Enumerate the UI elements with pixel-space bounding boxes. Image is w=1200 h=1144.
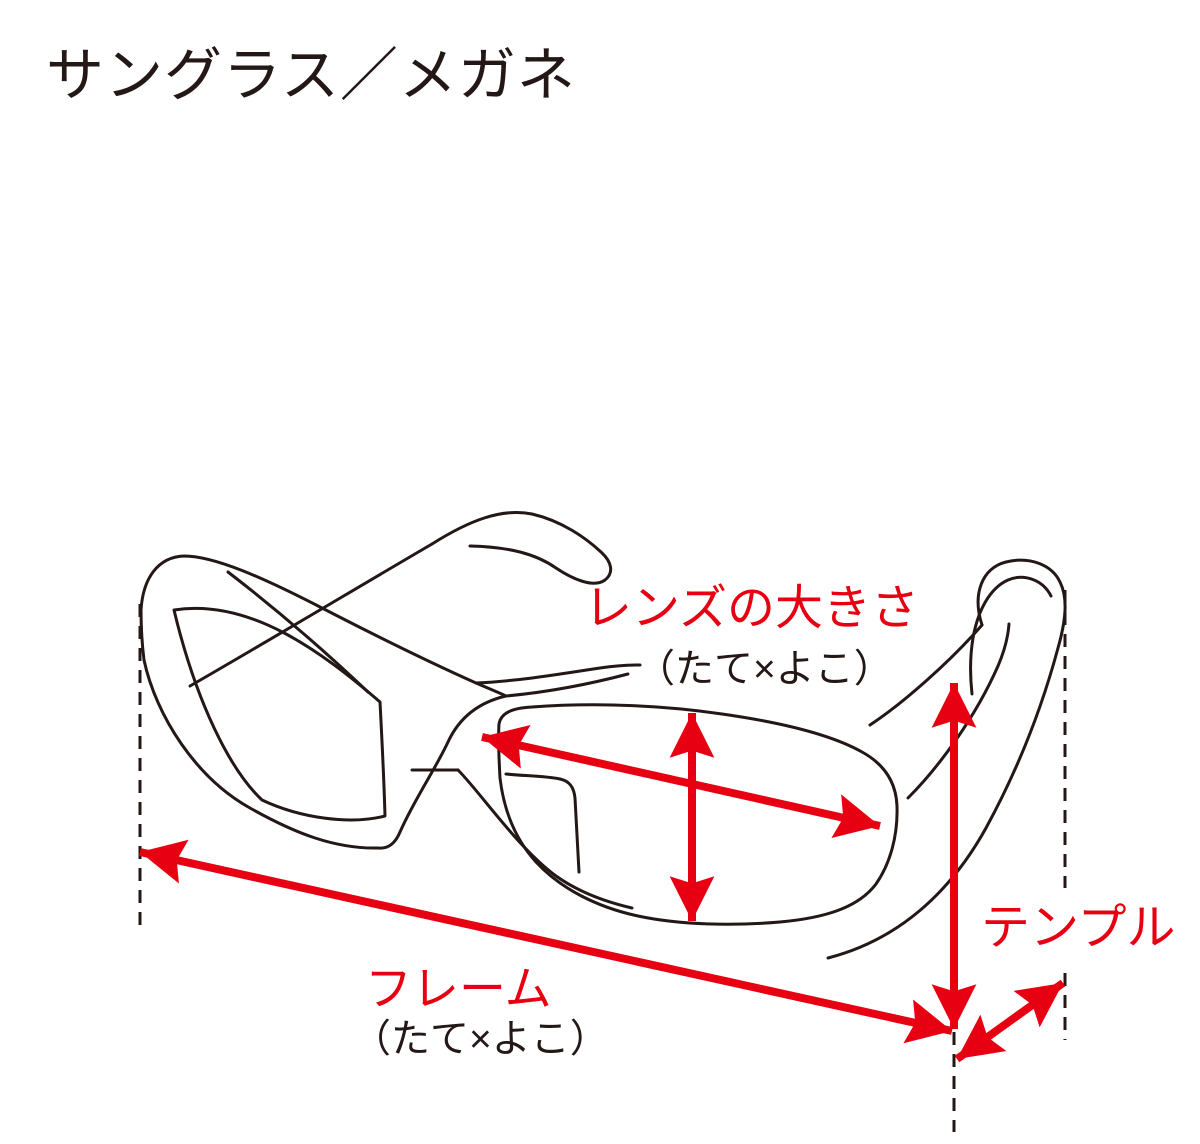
top-bar-lower-edge [504,672,630,698]
page-title: サングラス／メガネ [46,43,576,108]
lens-size-sub-label: （たて×よこ） [636,648,893,691]
left-frame-outline [139,554,508,850]
frame-label: フレーム [365,962,552,1015]
lens-width-arrow [481,724,881,839]
top-bar-upper-edge [474,663,642,685]
left-lens-reflection-line2 [226,570,370,694]
left-temple-band [430,510,613,585]
right-lens-reflection [504,772,581,874]
lens-size-label: レンズの大きさ [584,582,920,635]
right-temple-upper-edge [868,623,984,727]
temple-label: テンプル [981,901,1176,955]
frame-sub-label: （たて×よこ） [352,1018,609,1061]
frame-width-arrow [139,839,953,1044]
temple-length-arrow [954,979,1066,1063]
nose-bridge-sweep [456,768,634,910]
left-lens-reflection-line [188,542,434,688]
ear-hook-inner-curl [969,575,1053,696]
